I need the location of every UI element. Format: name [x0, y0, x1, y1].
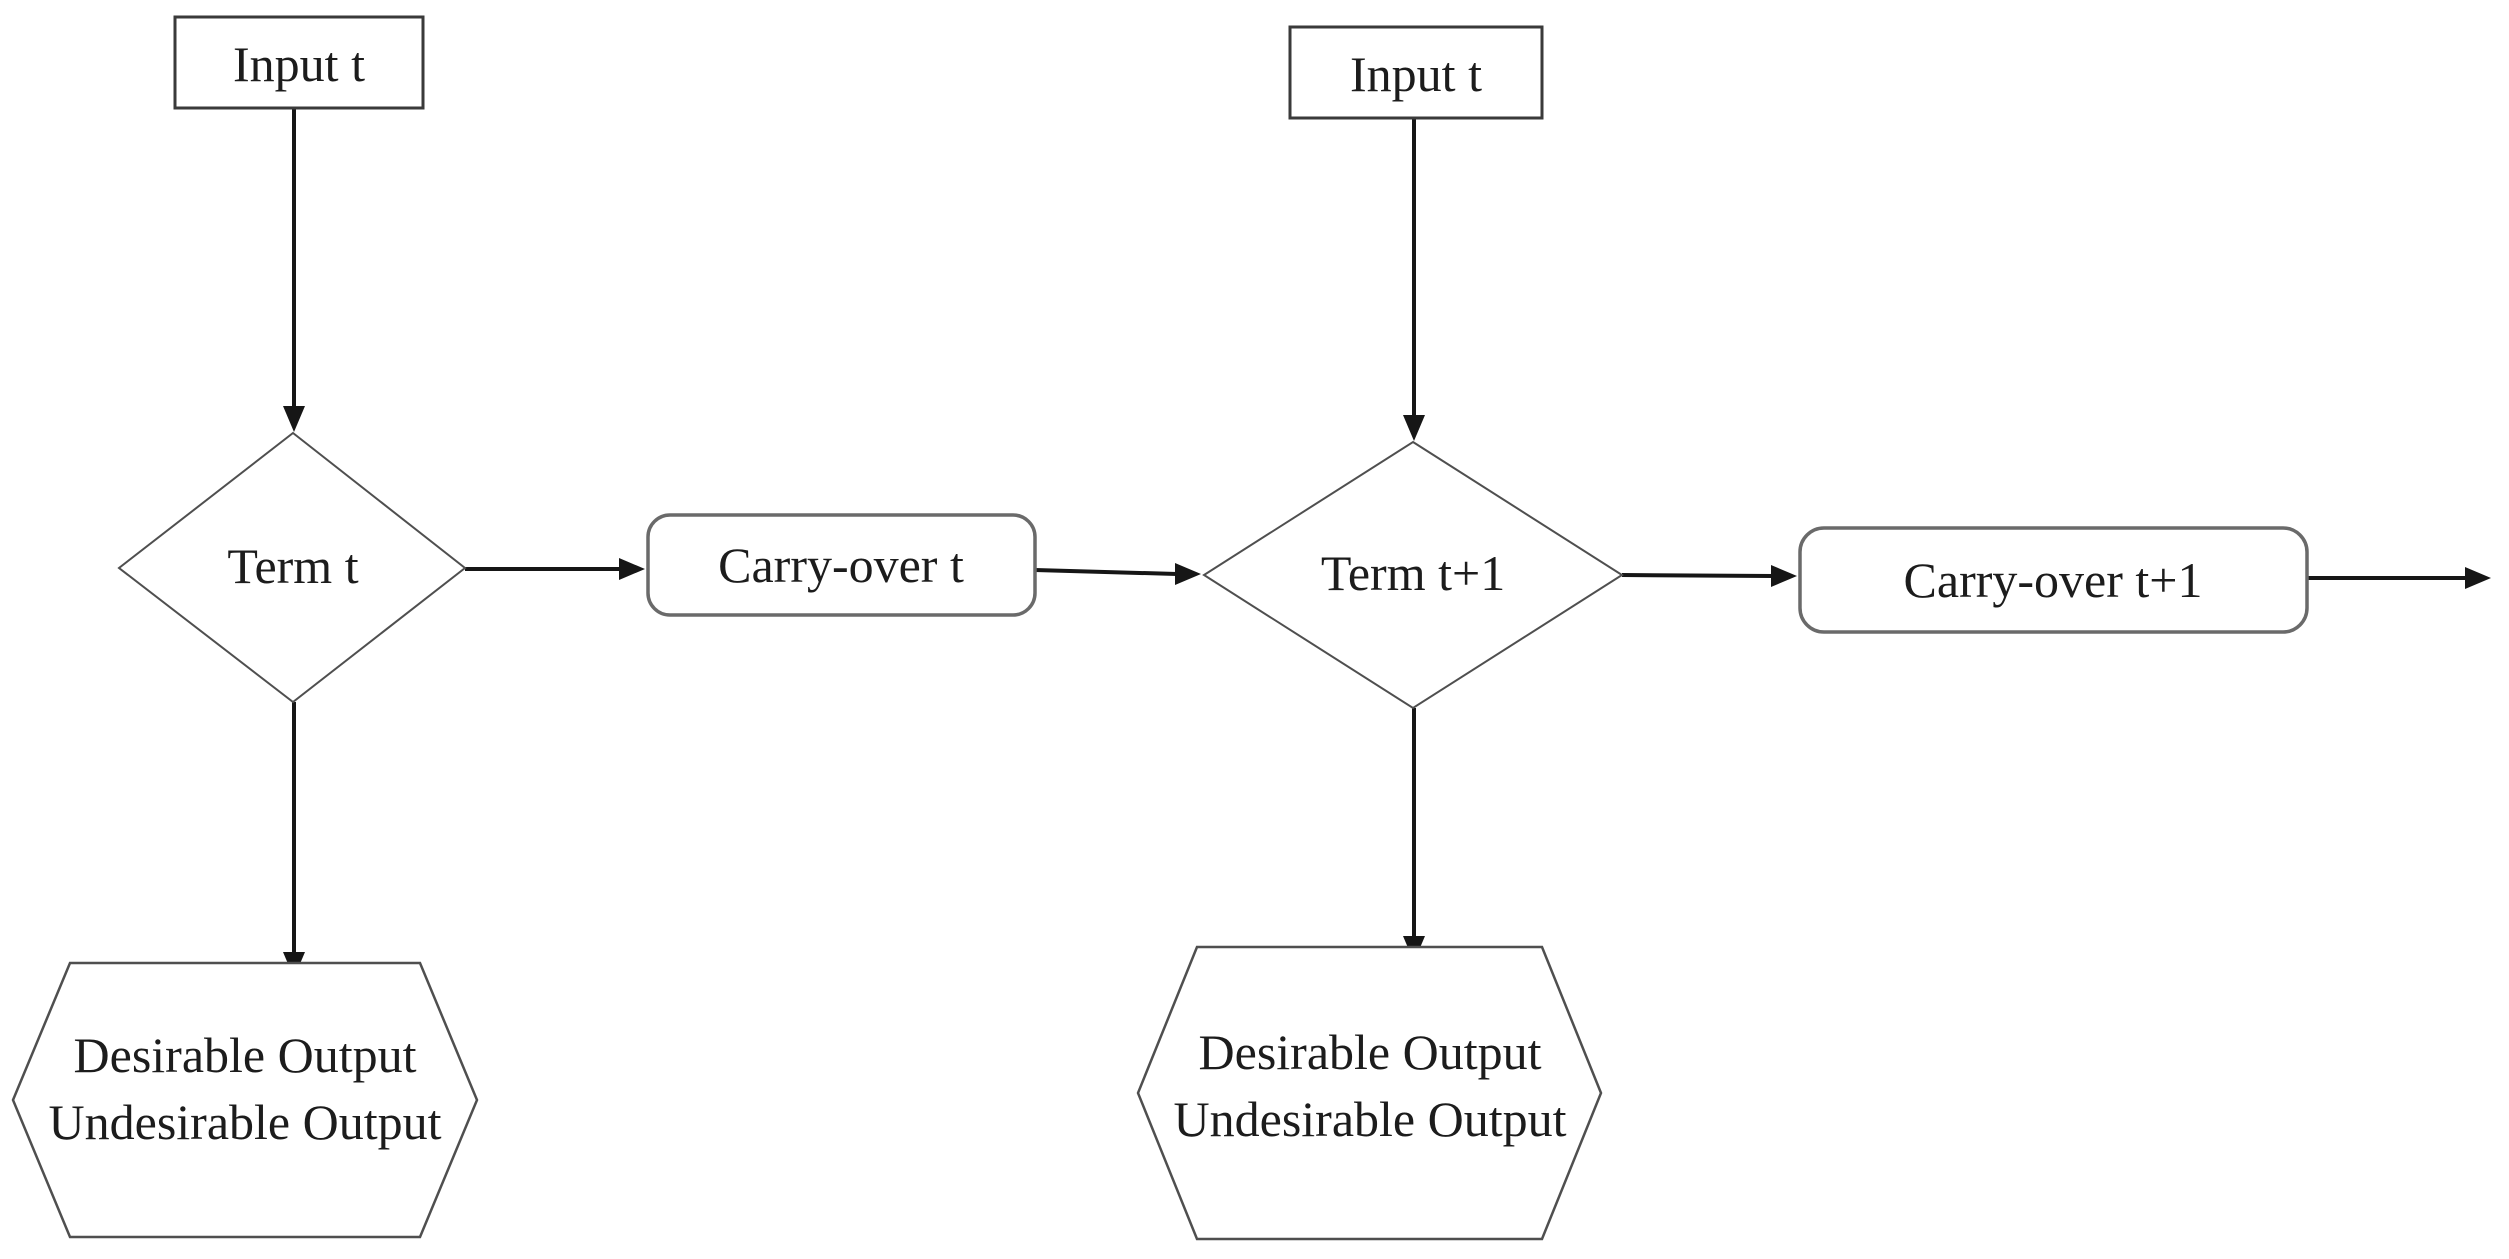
- node-label: Carry-over t: [718, 537, 964, 593]
- arrow-head: [1771, 565, 1797, 587]
- node-label: Input t: [233, 36, 365, 92]
- carry-over-box: [1798, 526, 2309, 634]
- decision-diamond: [117, 431, 467, 704]
- node-label: Term t: [227, 538, 358, 594]
- arrow-head: [2465, 567, 2491, 589]
- carry-over-box: [646, 513, 1037, 617]
- output-hexagon: [11, 961, 479, 1239]
- arrow-head: [619, 558, 645, 580]
- edge-term-t-to-output-t: [283, 702, 305, 978]
- node-label-line1: Desirable Output: [1199, 1024, 1542, 1080]
- node-label: Carry-over t+1: [1904, 552, 2203, 608]
- output-hexagon: [1136, 945, 1603, 1241]
- node-label: Input t: [1350, 46, 1482, 102]
- node-carry-over-t: Carry-over t: [646, 513, 1037, 617]
- input-box: [173, 15, 425, 110]
- node-label: Term t+1: [1321, 545, 1505, 601]
- node-term-t: Term t: [117, 431, 467, 704]
- arrow-head: [283, 406, 305, 432]
- node-output-t: Desirable Output Undesirable Output: [11, 961, 479, 1239]
- edge-carry-over-t-plus-1-to-next-cycle: [2307, 567, 2491, 589]
- arrow-shaft: [1034, 568, 1178, 576]
- edge-input-t-right-to-term-t-plus-1: [1403, 118, 1425, 441]
- node-label-line1: Desirable Output: [74, 1027, 417, 1083]
- node-input-t-right: Input t: [1288, 25, 1544, 120]
- edge-term-t-to-carry-over-t: [465, 558, 645, 580]
- arrow-shaft: [1621, 573, 1774, 578]
- arrow-head: [1175, 563, 1201, 585]
- edge-term-t-plus-1-to-carry-over-t-plus-1: [1621, 565, 1797, 587]
- decision-diamond: [1202, 440, 1624, 710]
- node-output-t-plus-1: Desirable Output Undesirable Output: [1136, 945, 1603, 1241]
- node-label-line2: Undesirable Output: [49, 1094, 442, 1150]
- node-label-line2: Undesirable Output: [1174, 1091, 1567, 1147]
- edge-input-t-left-to-term-t: [283, 108, 305, 432]
- input-box: [1288, 25, 1544, 120]
- node-carry-over-t-plus-1: Carry-over t+1: [1798, 526, 2309, 634]
- edge-term-t-plus-1-to-output-t-plus-1: [1403, 708, 1425, 962]
- node-input-t-left: Input t: [173, 15, 425, 110]
- edge-carry-over-t-to-term-t-plus-1: [1034, 563, 1201, 585]
- arrow-head: [1403, 415, 1425, 441]
- node-term-t-plus-1: Term t+1: [1202, 440, 1624, 710]
